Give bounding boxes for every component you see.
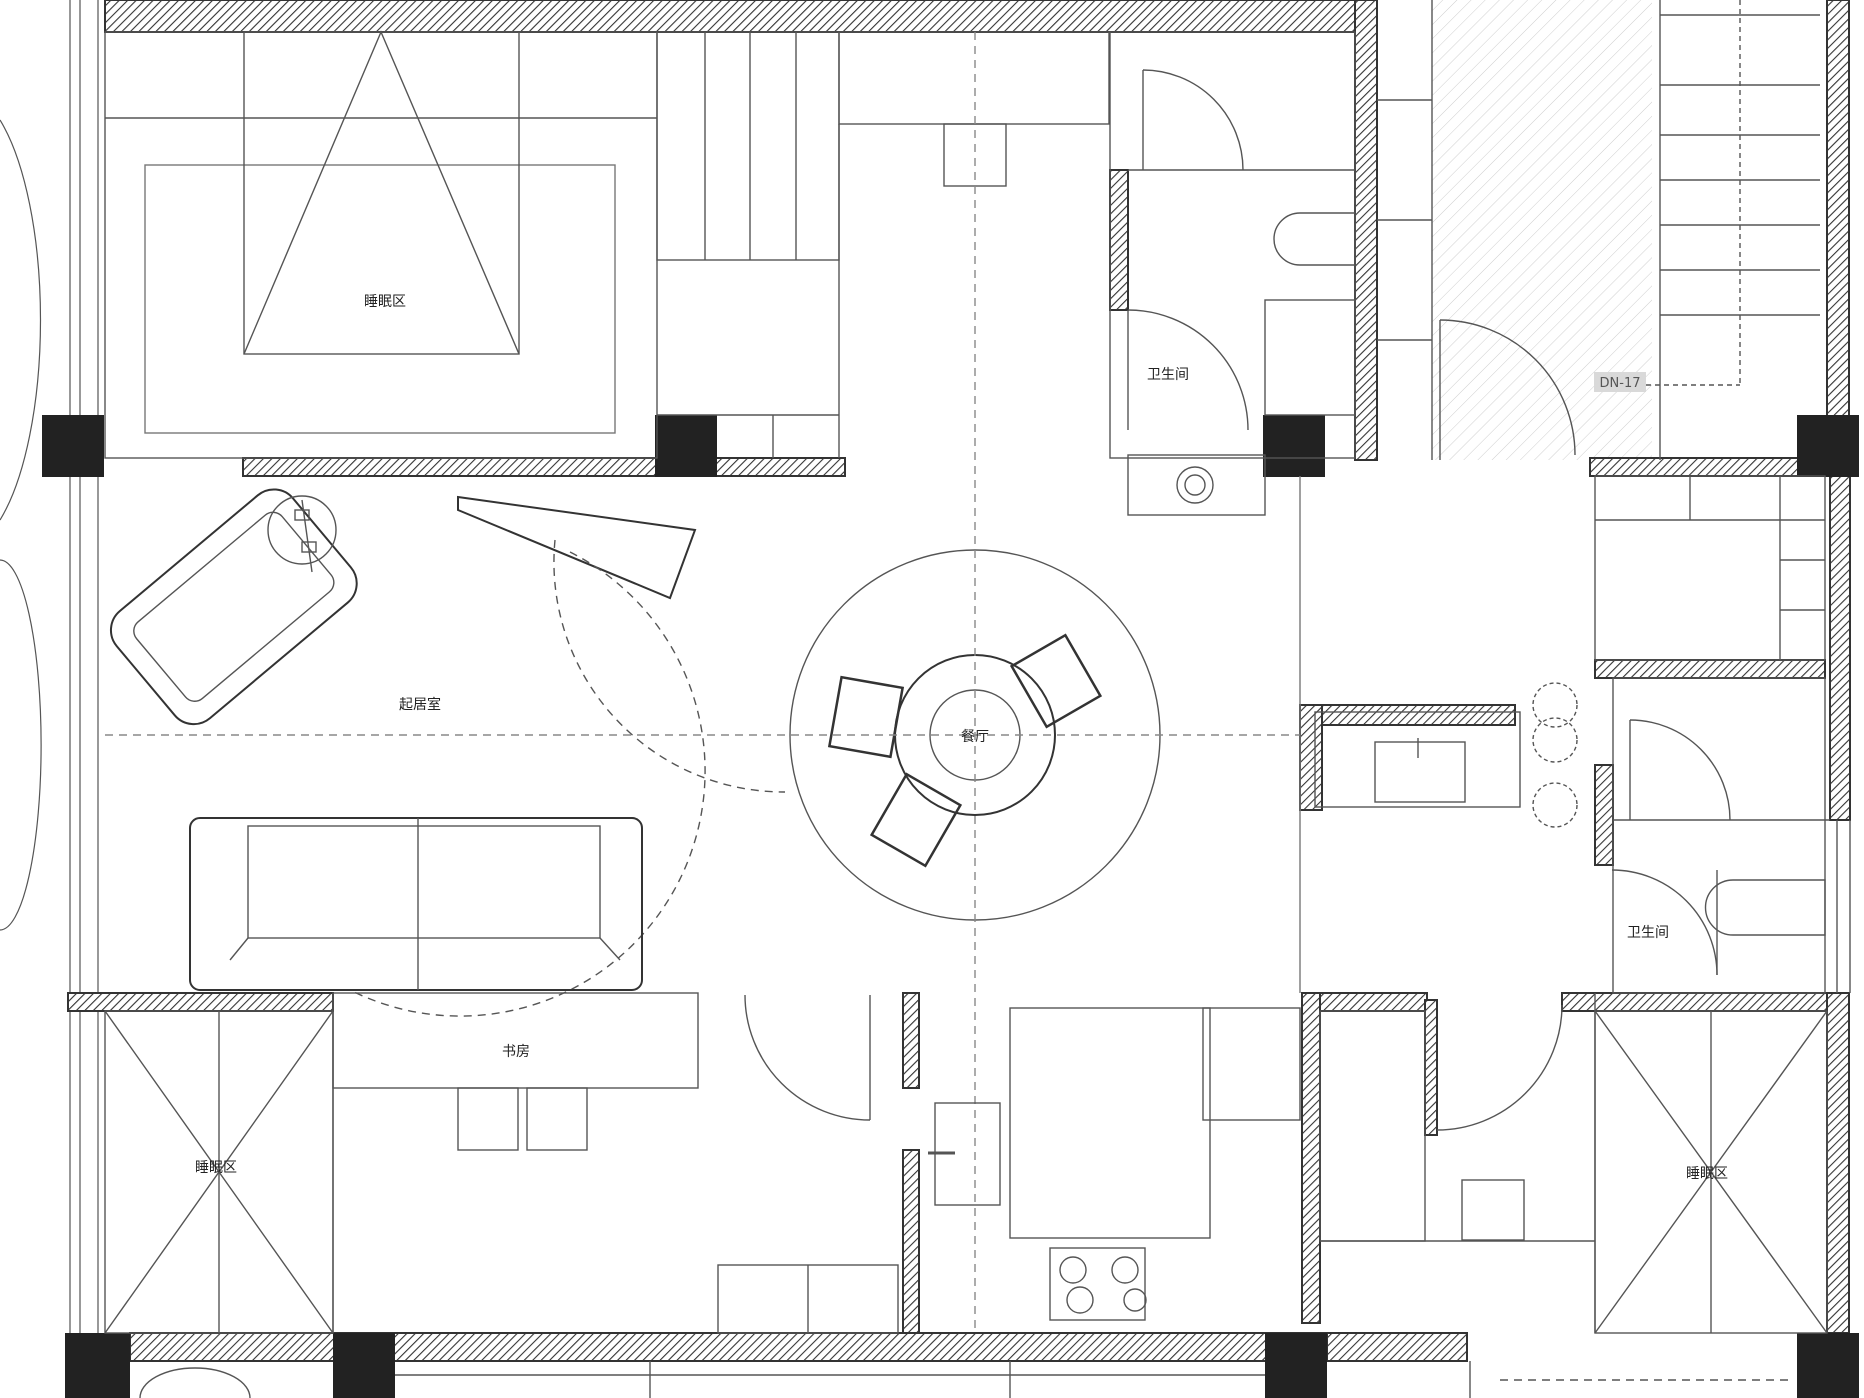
fixtures — [104, 0, 1851, 1398]
room-labels: 睡眠区 卫生间 起居室 餐厅 卫生间 书房 睡眠区 睡眠区 — [195, 294, 1728, 1182]
room-label-bathroom-right: 卫生间 — [1627, 925, 1669, 941]
room-label-bedroom-bottom-right: 睡眠区 — [1686, 1166, 1728, 1182]
room-label-bathroom-top: 卫生间 — [1147, 367, 1189, 383]
stair-tag: DN-17 — [1594, 372, 1646, 392]
left-facade — [0, 0, 99, 1398]
room-label-study: 书房 — [502, 1044, 530, 1060]
stair-tag-label: DN-17 — [1600, 376, 1641, 391]
room-label-bedroom-top-left: 睡眠区 — [364, 294, 406, 310]
room-label-dining-room: 餐厅 — [961, 729, 989, 745]
room-label-living-room: 起居室 — [399, 696, 441, 713]
room-label-bedroom-bottom-left: 睡眠区 — [195, 1160, 237, 1176]
columns — [42, 415, 1859, 1398]
